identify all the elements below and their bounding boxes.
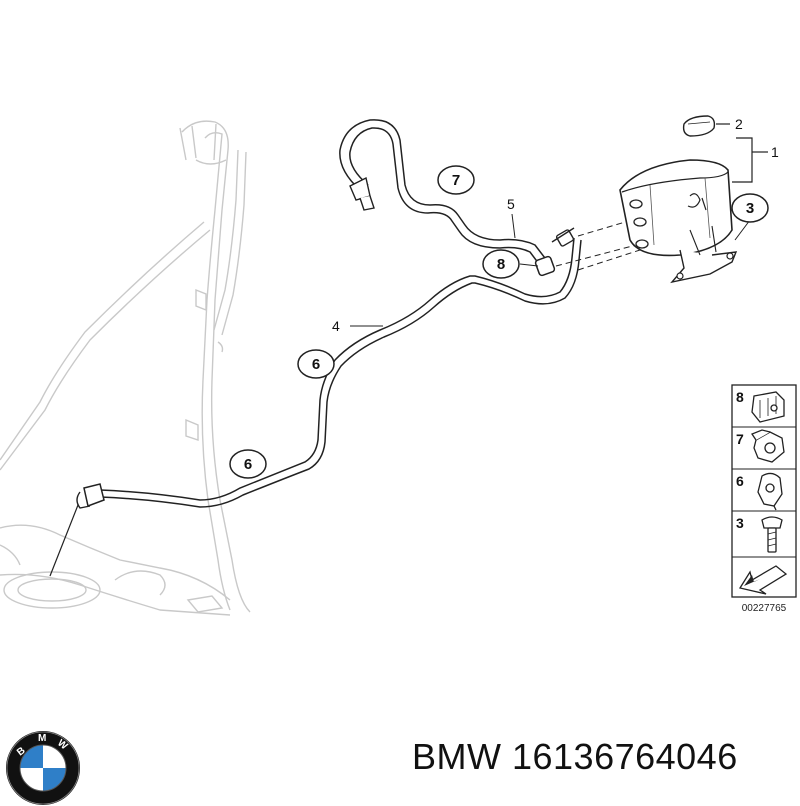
label-4: 4 — [332, 318, 340, 334]
label-2: 2 — [735, 116, 743, 132]
legend-item-7: 7 — [736, 431, 744, 447]
bmw-logo-icon: B M W — [6, 731, 80, 805]
callout-6-lower: 6 — [229, 449, 267, 479]
svg-text:6: 6 — [244, 456, 252, 473]
arrow-icon — [738, 565, 788, 595]
svg-text:6: 6 — [312, 356, 320, 373]
legend-item-6: 6 — [736, 473, 744, 489]
svg-text:7: 7 — [452, 172, 460, 189]
svg-text:3: 3 — [746, 200, 754, 217]
t-connector — [534, 227, 575, 277]
clip-8-icon — [751, 391, 785, 423]
fuel-tank-ghost — [0, 524, 231, 616]
clip-6-icon — [757, 472, 783, 511]
label-5: 5 — [507, 196, 515, 212]
callout-3: 3 — [731, 193, 769, 223]
hose-end-connector — [49, 483, 105, 577]
legend-item-8: 8 — [736, 389, 744, 405]
charcoal-canister — [619, 159, 738, 284]
label-bracket-1-2 — [716, 123, 768, 183]
callout-8: 8 — [482, 249, 520, 279]
parts-legend: 8 7 6 3 — [731, 384, 797, 598]
leader-lines — [350, 213, 751, 327]
logo-letter-m: M — [38, 733, 46, 744]
callout-6-upper: 6 — [297, 349, 335, 379]
screw-3-icon — [761, 516, 783, 553]
clip-7-icon — [751, 429, 785, 463]
drawing-code: 00227765 — [742, 603, 787, 614]
filler-neck-ghost — [179, 120, 251, 613]
vent-line-ghost — [0, 221, 211, 471]
label-1: 1 — [771, 144, 779, 160]
callout-7: 7 — [437, 165, 475, 195]
part-number-caption: BMW 16136764046 — [412, 736, 738, 777]
projection-lines — [555, 219, 641, 271]
cap-part-2 — [682, 115, 716, 137]
vent-hose-4 — [99, 237, 582, 508]
legend-item-3: 3 — [736, 515, 744, 531]
vent-hose-5 — [339, 119, 549, 269]
svg-text:8: 8 — [497, 256, 505, 273]
